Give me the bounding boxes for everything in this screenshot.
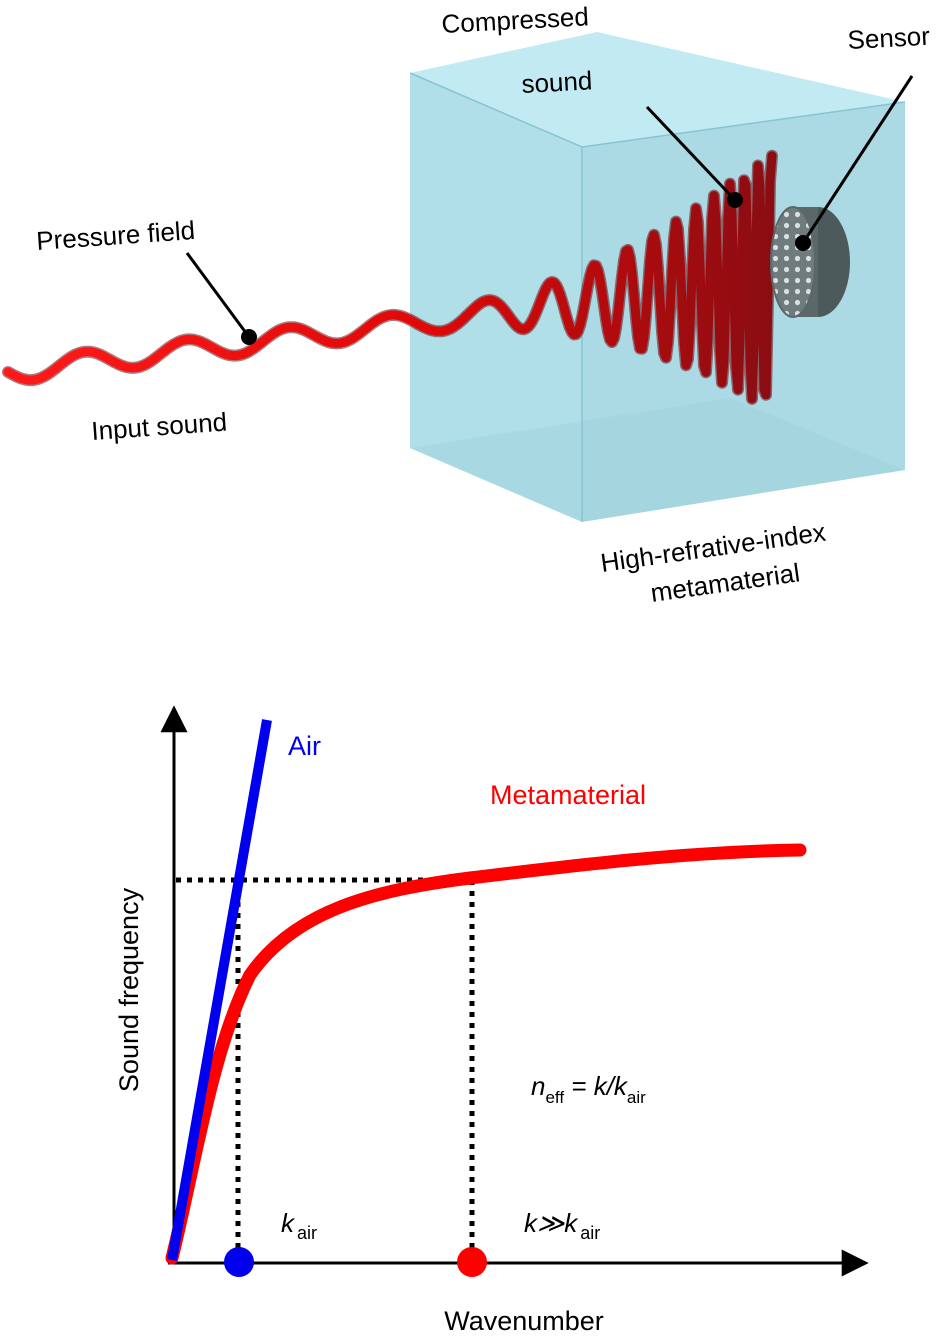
sensor-dot <box>795 235 811 251</box>
compressed-label: Compressed <box>441 1 590 39</box>
kair-marker <box>224 1247 254 1277</box>
air-label: Air <box>288 731 321 761</box>
neff-equation: neff = k/kair <box>531 1071 646 1107</box>
sensor-disk <box>770 206 850 318</box>
y-axis-label: Sound frequency <box>114 887 144 1092</box>
metamaterial-label: Metamaterial <box>490 780 646 810</box>
neff-n: n <box>531 1071 545 1101</box>
kair-sub: air <box>297 1223 317 1243</box>
kmeta-sub: air <box>580 1223 600 1243</box>
compressed-sound-pointer <box>645 105 737 202</box>
sensor-label: Sensor <box>847 21 931 55</box>
neff-rest: = k/k <box>564 1071 629 1101</box>
pressure-wave <box>2 149 778 405</box>
input-sound-label: Input sound <box>90 407 228 446</box>
sensor-pointer <box>801 75 914 244</box>
pressure-field-pointer <box>185 252 251 338</box>
kmeta-k: k≫k <box>524 1208 579 1238</box>
neff-sub: eff <box>545 1088 564 1107</box>
dispersion-graph: Air Metamaterial Sound frequency Wavenum… <box>114 705 869 1336</box>
air-line <box>167 719 272 1261</box>
pressure-field-dot <box>241 329 257 345</box>
compressed-sound-dot <box>727 192 743 208</box>
metamaterial-curve <box>165 843 807 1265</box>
neff-air-sub: air <box>627 1088 646 1107</box>
kair-k: k <box>281 1208 296 1238</box>
kmeta-marker <box>457 1247 487 1277</box>
x-axis-label: Wavenumber <box>444 1306 604 1336</box>
pressure-field-label: Pressure field <box>35 215 196 256</box>
sound-label: sound <box>521 65 593 99</box>
